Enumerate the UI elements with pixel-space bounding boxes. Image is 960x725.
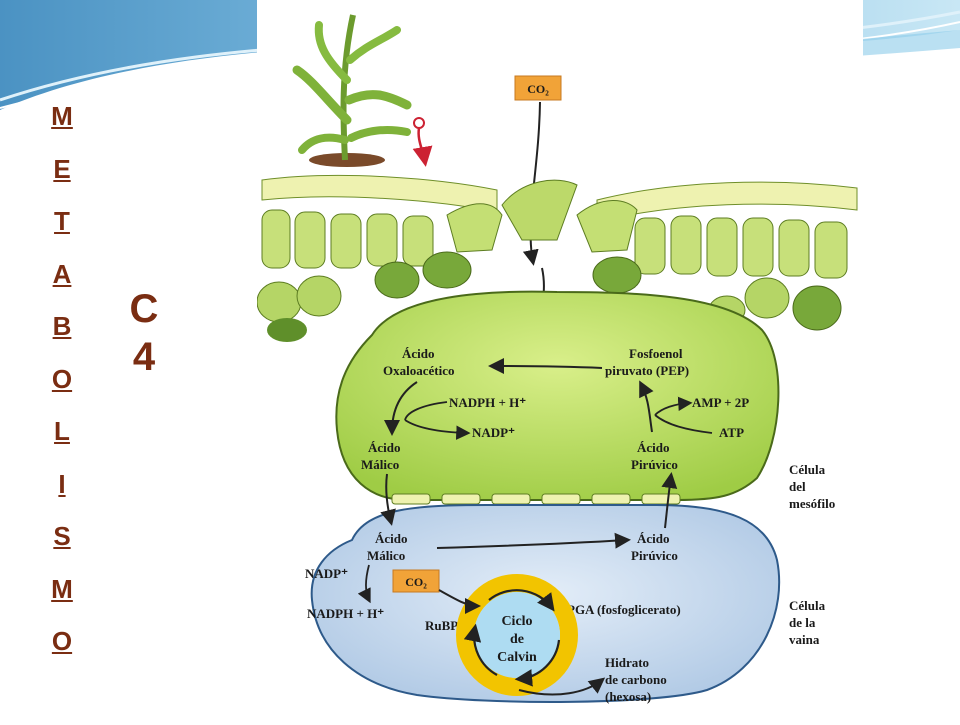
sheath-pyruvic-label: Pirúvico (631, 548, 678, 563)
oxaloacetic-label: Ácido (402, 346, 435, 361)
pep-label: piruvato (PEP) (605, 363, 689, 378)
title-letter: M (51, 101, 73, 131)
rubp-label: RuBP (425, 618, 458, 633)
carbohydrate-label: de carbono (605, 672, 667, 687)
mesophyll-cell-label: mesófilo (789, 496, 835, 511)
c4-letter: C (129, 287, 159, 331)
malate-to-pyruvate-arrow (436, 532, 631, 549)
amp-label: AMP + 2P (692, 395, 749, 410)
malic-acid-label: Málico (361, 457, 399, 472)
carbohydrate-label: Hidrato (605, 655, 649, 670)
atp-consumption-arrow (654, 414, 713, 434)
oxaloacetic-label: Oxaloacético (383, 363, 454, 378)
nadp-release-arrow (404, 419, 471, 440)
sheath-malic-label: Málico (367, 548, 405, 563)
co2-released-label: CO₂ (405, 575, 427, 589)
mesophyll-cell-label: Célula (789, 462, 826, 477)
title-letter: T (54, 206, 70, 236)
title-letter: L (54, 416, 70, 446)
sheath-nadp-label: NADP⁺ (305, 566, 348, 581)
leaf-epidermis (261, 174, 858, 253)
leaf-section-pointer-icon (412, 117, 433, 167)
title-letter: A (52, 258, 72, 289)
title-letter: S (53, 521, 71, 551)
co2-input: CO₂ (514, 75, 562, 101)
title-letter: O (51, 363, 73, 394)
nadph-label: NADPH + H⁺ (449, 395, 526, 410)
carbohydrate-label: (hexosa) (605, 689, 651, 704)
co2-label: CO₂ (527, 82, 549, 96)
amp-release-arrow (654, 396, 693, 416)
pyruvic-acid-label: Pirúvico (631, 457, 678, 472)
pyruvic-acid-label: Ácido (637, 440, 670, 455)
calvin-label: de (510, 632, 524, 647)
c4-label: C 4 (124, 285, 164, 381)
calvin-label: Calvin (497, 650, 537, 665)
sheath-pyruvic-label: Ácido (637, 531, 670, 546)
vertical-title: M E T A B O L I S M O (42, 90, 82, 668)
malic-acid-label: Ácido (368, 440, 401, 455)
c4-digit: 4 (132, 335, 156, 379)
mesophyll-cell-label: del (789, 479, 806, 494)
calvin-label: Ciclo (501, 614, 532, 629)
pyruvate-return-arrow (661, 472, 678, 529)
title-letter: M (51, 573, 73, 604)
mesophyll-cell (335, 290, 780, 501)
pep-to-oaa-arrow (488, 358, 603, 375)
nadp-reduction-arrow (357, 564, 371, 604)
co2-released: CO₂ (392, 569, 440, 593)
pga-label: PGA (fosfoglicerato) (567, 602, 681, 617)
sheath-nadph-label: NADPH + H⁺ (307, 606, 384, 621)
sheath-cell-label: vaina (789, 632, 820, 647)
nadp-label: NADP⁺ (472, 425, 515, 440)
nadph-consumption-arrow (404, 401, 448, 421)
pyruvate-to-pep-arrow (639, 380, 654, 433)
title-letter: I (58, 468, 66, 499)
sheath-malic-label: Ácido (375, 531, 408, 546)
title-letter: B (52, 311, 72, 341)
calvin-to-carbohydrate-arrow (518, 677, 606, 696)
sheath-cell-label: Célula (789, 598, 826, 613)
sheath-cell-label: de la (789, 615, 816, 630)
atp-label: ATP (719, 425, 744, 440)
bundle-sheath-cells (256, 251, 842, 342)
maize-plant-icon (292, 14, 412, 167)
calvin-cycle: Ciclo de Calvin (456, 574, 578, 696)
co2-to-calvin-arrow (438, 589, 481, 614)
title-letter: E (53, 153, 71, 184)
oaa-to-malate-arrow (384, 381, 418, 436)
title-letter: O (51, 626, 73, 656)
malate-transport-arrow (380, 473, 396, 526)
c4-diagram: CO₂ (256, 0, 863, 720)
plasmodesmata (391, 493, 681, 505)
pep-label: Fosfoenol (629, 346, 683, 361)
palisade-cells (261, 209, 848, 279)
